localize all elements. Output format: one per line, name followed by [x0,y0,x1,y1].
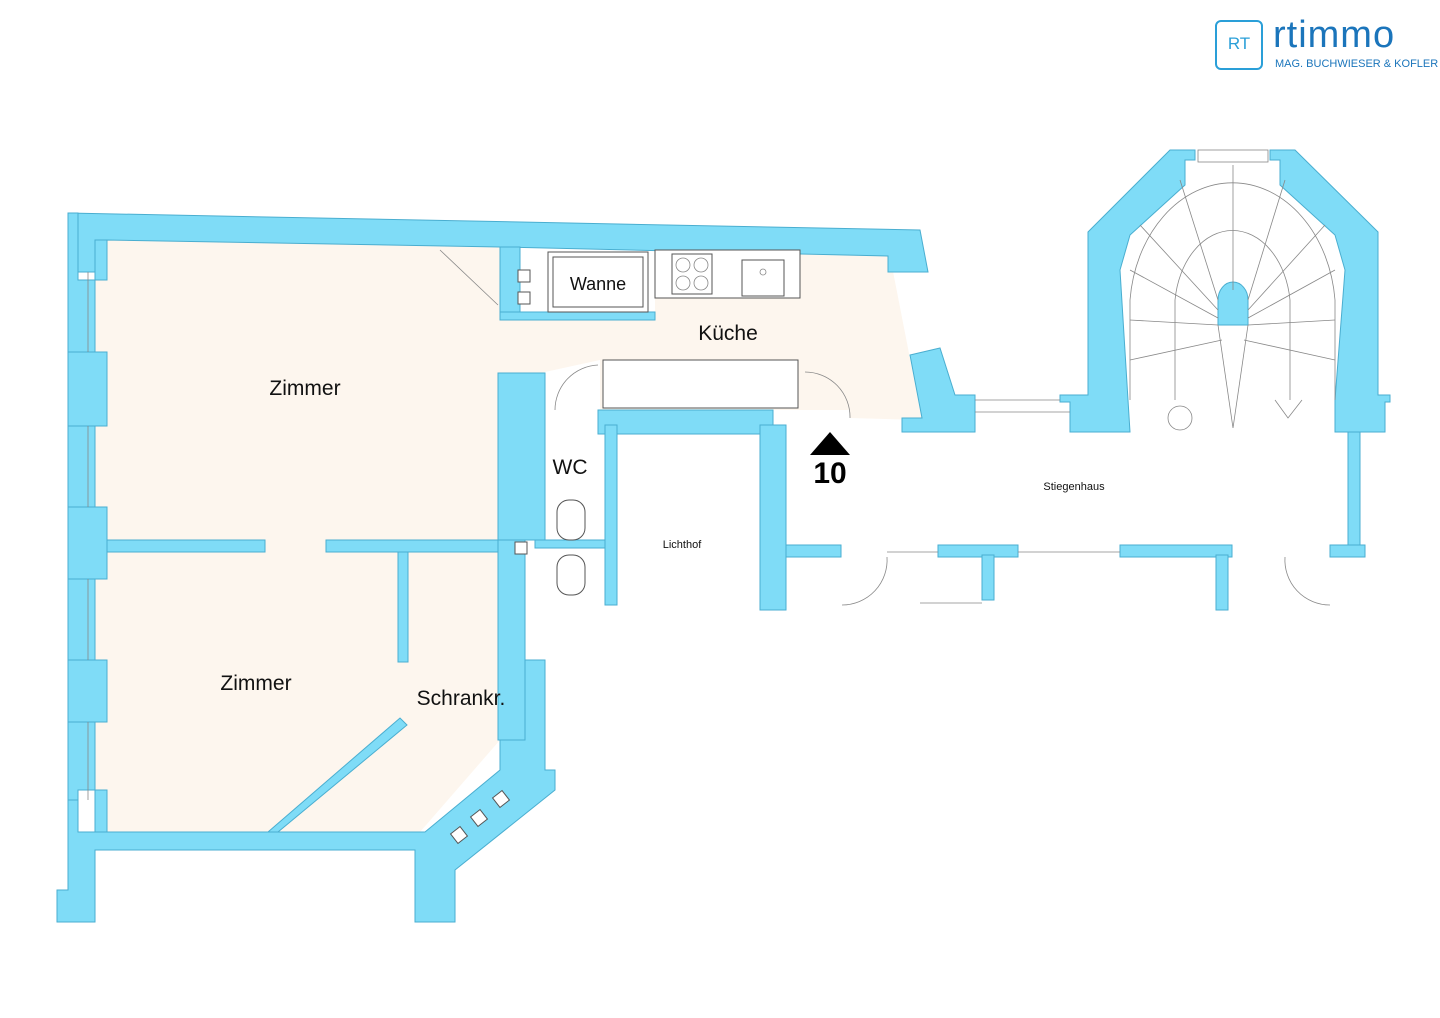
wall-corridor [785,544,842,558]
chimney-6 [449,825,469,845]
corner-cabinet [439,249,499,306]
room-label-lichthof: Lichthof [663,539,702,551]
wall-bath-south [499,311,656,321]
room-label-zimmer-1: Zimmer [269,377,340,400]
door-swing-4 [1284,556,1331,606]
wall-closet-diagonal [266,717,408,833]
wall-lichthof-west [604,424,618,606]
wall-stair-bottom-2b [1215,554,1229,611]
wall-closet [397,551,409,663]
logo-tagline: MAG. BUCHWIESER & KOFLER [1275,58,1439,70]
chimney-4 [491,789,511,809]
logo-mark-icon: RT [1215,20,1263,70]
wall-south [56,659,556,923]
door-swing-2 [804,371,851,419]
wall-stair-east [1347,431,1361,548]
logo-brand-name: rtimmo [1273,14,1396,56]
wall-bath-west [499,246,521,313]
wall-room-divider-left [106,539,266,553]
wall-stair-ledge [1329,544,1366,558]
bathtub-inner [552,256,644,308]
door-swing-3 [841,556,888,606]
chimney-2 [517,291,531,305]
wall-pier-2 [67,506,108,580]
kitchen-island [602,359,799,409]
wall-lichthof-east [759,424,787,611]
room-label-zimmer-2: Zimmer [220,672,291,695]
wall-pier-3 [67,659,108,723]
toilet-icon [556,499,586,541]
entrance-number: 10 [813,457,846,490]
chimney-3 [514,541,528,555]
company-logo: RT rtimmo MAG. BUCHWIESER & KOFLER [1215,14,1438,76]
arrow-up-icon [810,432,850,455]
wall-stair-bottom-1 [937,544,1019,558]
wall-stair-bottom-1b [981,554,995,601]
chimney-5 [469,808,489,828]
wall-stair-tower [1059,149,1196,433]
wall-wc-south [534,539,606,549]
wall-wc-west [497,372,546,541]
wall-lichthof-north [597,409,774,435]
wall-stair-bottom-2 [1119,544,1233,558]
room-label-wanne: Wanne [570,274,626,294]
room-label-kueche: Küche [698,322,758,345]
wall-kitchen-east [901,347,976,433]
chimney-1 [517,269,531,283]
door-swing-1 [554,364,599,411]
room-label-wc: WC [553,456,588,479]
stove-icon [671,253,713,295]
room-label-stiegenhaus: Stiegenhaus [1043,481,1105,493]
wall-pier-1 [67,351,108,427]
wall-stair-core [1217,281,1249,326]
wall-interior-east [497,539,526,741]
toilet-icon-2 [556,554,586,596]
room-label-schrankraum: Schrankr. [417,687,506,710]
kitchen-sink-icon [741,259,785,297]
spiral-staircase [1129,149,1336,431]
wall-stair-tower-east [1269,149,1391,433]
wall-room-divider-right [325,539,499,553]
